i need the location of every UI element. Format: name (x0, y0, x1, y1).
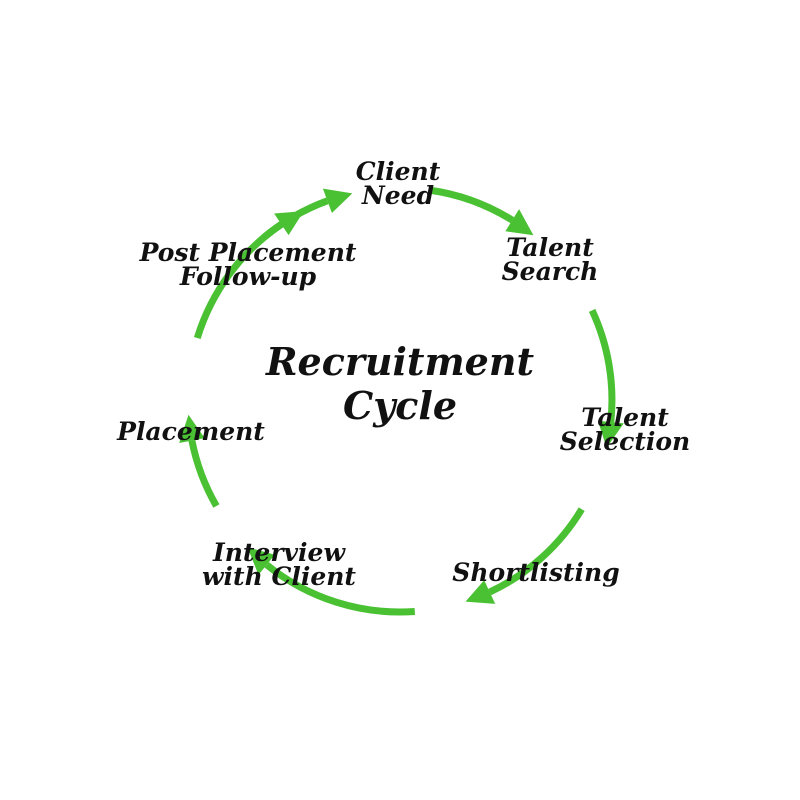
step-interview-with-client-line1: Interview (213, 538, 345, 567)
arrow-head (597, 420, 624, 448)
step-talent-selection-line2: Selection (559, 427, 691, 456)
arrow-post-placement-to-client-need (261, 188, 353, 241)
arrow-interview-to-placement (179, 414, 220, 508)
step-post-placement-follow-up-line2: Follow-up (179, 262, 317, 291)
step-post-placement-follow-up-line1: Post Placement (139, 238, 357, 267)
arrow-head (465, 580, 496, 604)
step-shortlisting-line1: Shortlisting (452, 558, 620, 587)
diagram-title: Recruitment Cycle (260, 340, 540, 428)
arrow-shaft (261, 197, 329, 241)
step-shortlisting: Shortlisting (436, 558, 636, 587)
arrow-head (247, 547, 275, 575)
step-interview-with-client-line2: with Client (202, 562, 356, 591)
step-talent-search-line1: Talent (506, 233, 594, 262)
arrow-head (322, 188, 353, 213)
arrow-head (505, 209, 534, 236)
step-placement: Placement (106, 417, 276, 446)
arrow-talent-selection-to-shortlisting (465, 507, 585, 604)
step-client-need-line2: Need (361, 181, 435, 210)
arrow-shaft (488, 507, 585, 596)
step-talent-search: Talent Search (470, 233, 630, 286)
arrow-shortlisting-to-interview (247, 547, 416, 616)
step-talent-search-line2: Search (501, 257, 599, 286)
step-post-placement-follow-up: Post Placement Follow-up (128, 238, 368, 291)
step-placement-line1: Placement (117, 417, 265, 446)
arrow-shaft (588, 308, 616, 423)
step-client-need: Client Need (318, 157, 478, 210)
diagram-title-line1: Recruitment (265, 339, 535, 384)
step-interview-with-client: Interview with Client (194, 538, 364, 591)
arrow-talent-search-to-talent-selection (588, 308, 624, 448)
step-client-need-line1: Client (355, 157, 441, 186)
arrow-client-need-to-talent-search (429, 186, 534, 236)
arrow-head (179, 414, 205, 443)
diagram-title-line2: Cycle (342, 383, 458, 428)
step-talent-selection: Talent Selection (545, 403, 705, 456)
arrow-shaft (188, 439, 220, 508)
arrow-shaft (264, 562, 416, 616)
arrow-shaft (429, 186, 515, 224)
step-talent-selection-line1: Talent (581, 403, 669, 432)
